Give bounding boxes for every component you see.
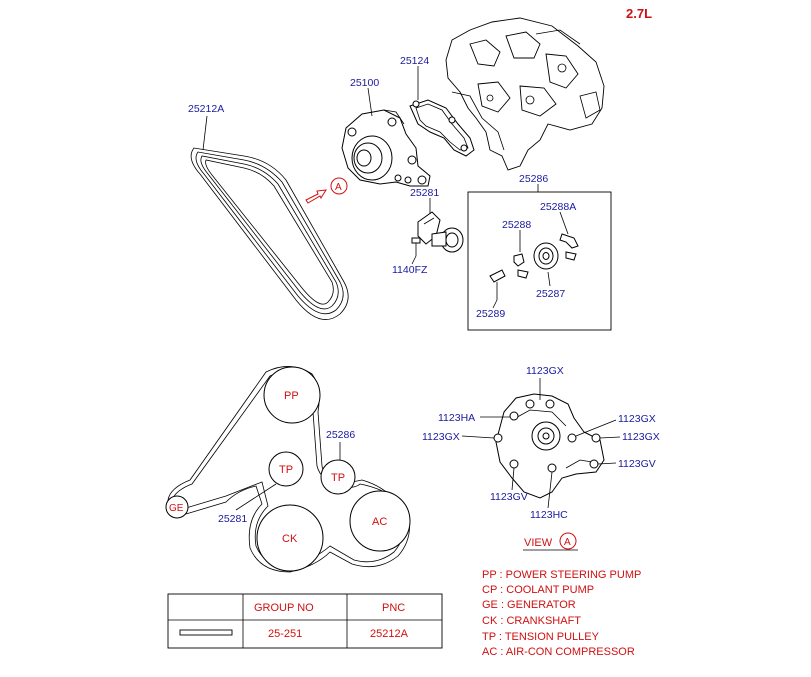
- water-pump-drawing: [341, 109, 431, 187]
- pump-label-lower-right: 1123GV: [618, 458, 656, 470]
- tensioner-kit-box: [467, 191, 612, 331]
- engine-variant-label: 2.7L: [626, 6, 652, 21]
- view-a-caption-circle: [559, 532, 577, 550]
- table-header-pnc: PNC: [382, 602, 405, 614]
- pulley-ge: [165, 495, 189, 519]
- v-ribbed-belt-drawing: [190, 147, 349, 320]
- tensioner-kit-parts-drawing: [489, 233, 579, 300]
- gasket-drawing: [409, 99, 475, 157]
- legend-item-ac: AC : AIR-CON COMPRESSOR: [482, 646, 635, 658]
- pulley-label-tp-upper: TP: [331, 472, 345, 484]
- pump-label-upper-left: 1123HA: [438, 412, 475, 424]
- abbreviation-legend: PP : POWER STEERING PUMP CP : COOLANT PU…: [482, 569, 641, 658]
- tensioner-assembly-drawing: [417, 211, 464, 253]
- part-label-25212a: 25212A: [188, 103, 224, 115]
- pump-view-a-drawing: [493, 393, 605, 499]
- pulley-label-pp: PP: [284, 390, 299, 402]
- pulley-label-tp-lower: TP: [279, 464, 293, 476]
- view-a-marker-circle: [330, 177, 348, 195]
- pump-label-upper-right: 1123GX: [618, 413, 656, 425]
- pulley-pp: [263, 366, 321, 424]
- pump-label-top: 1123GX: [526, 365, 564, 377]
- part-label-25100: 25100: [350, 77, 379, 89]
- pump-label-left: 1123GX: [422, 431, 460, 443]
- routing-label-25286: 25286: [326, 429, 355, 441]
- pulley-tp-upper: [320, 459, 356, 495]
- pump-label-right: 1123GX: [622, 431, 660, 443]
- legend-item-tp: TP : TENSION PULLEY: [482, 631, 600, 643]
- part-label-25286: 25286: [519, 173, 548, 185]
- routing-label-25281: 25281: [218, 513, 247, 525]
- view-a-caption: VIEW: [524, 537, 553, 549]
- legend-item-ck: CK : CRANKSHAFT: [482, 615, 581, 627]
- part-label-25289: 25289: [476, 308, 505, 320]
- view-a-arrow-icon: [305, 189, 327, 204]
- view-a-marker-letter: A: [335, 182, 342, 193]
- part-label-25287: 25287: [536, 288, 565, 300]
- parts-table: GROUP NO PNC 25-251 25212A: [167, 593, 443, 649]
- pulley-label-ck: CK: [282, 533, 298, 545]
- table-cell-group-no: 25-251: [268, 628, 302, 640]
- legend-item-pp: PP : POWER STEERING PUMP: [482, 569, 641, 581]
- part-label-25281: 25281: [410, 187, 439, 199]
- bolt-1140fz-drawing: [411, 237, 421, 256]
- legend-item-ge: GE : GENERATOR: [482, 599, 576, 611]
- pulley-ck: [256, 504, 324, 572]
- part-label-25124: 25124: [400, 55, 429, 67]
- pump-label-bottom-left: 1123GV: [490, 491, 528, 503]
- pump-label-bottom: 1123HC: [530, 509, 568, 521]
- pulley-label-ac: AC: [372, 516, 387, 528]
- legend-item-cp: CP : COOLANT PUMP: [482, 584, 594, 596]
- pulley-tp-lower: [268, 451, 304, 487]
- part-label-1140fz: 1140FZ: [392, 264, 428, 276]
- part-label-25288: 25288: [502, 219, 531, 231]
- part-label-25288a: 25288A: [540, 201, 576, 213]
- table-header-group-no: GROUP NO: [254, 602, 314, 614]
- pulley-ac: [349, 490, 411, 552]
- belt-thumbnail-icon: [179, 629, 233, 636]
- engine-block-drawing: [445, 17, 605, 171]
- view-a-caption-letter: A: [564, 537, 571, 548]
- pulley-label-ge: GE: [169, 503, 184, 514]
- table-cell-pnc: 25212A: [370, 628, 409, 640]
